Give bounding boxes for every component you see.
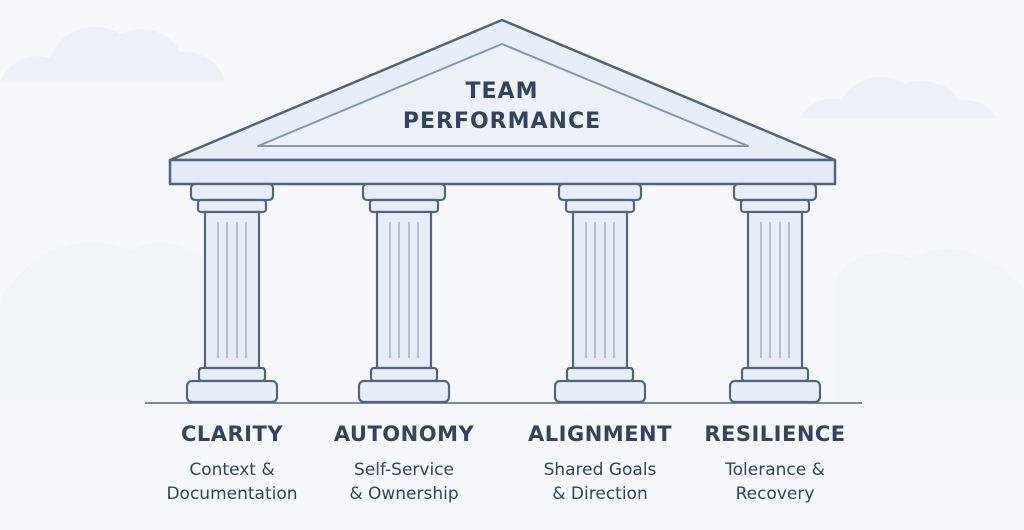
columns (185, 182, 822, 404)
cloud-left (0, 26, 225, 82)
column-base-upper (197, 366, 267, 383)
column-base-lower (728, 379, 822, 404)
pillar-subtitle: Tolerance & Recovery (675, 458, 875, 506)
pediment-inner (257, 43, 749, 147)
pillar-label-alignment: ALIGNMENT Shared Goals & Direction (500, 422, 700, 506)
entablature (168, 158, 837, 186)
column-2 (357, 182, 451, 404)
pillar-label-resilience: RESILIENCE Tolerance & Recovery (675, 422, 875, 506)
column-capital-neck (368, 198, 440, 214)
column-4 (728, 182, 822, 404)
pillar-title: ALIGNMENT (528, 422, 672, 446)
column-shaft (375, 210, 433, 370)
column-base-upper (565, 366, 635, 383)
column-shaft (203, 210, 261, 370)
pillar-title: RESILIENCE (704, 422, 846, 446)
column-base-lower (185, 379, 279, 404)
column-base-upper (369, 366, 439, 383)
column-shaft (746, 210, 804, 370)
pillar-subtitle-line: & Ownership (349, 484, 459, 504)
pillar-subtitle-line: Tolerance & (725, 460, 825, 480)
pillar-subtitle: Shared Goals & Direction (500, 458, 700, 506)
haze-right (835, 249, 1024, 400)
column-1 (185, 182, 279, 404)
column-capital-top (557, 182, 643, 202)
column-base-upper (740, 366, 810, 383)
pillar-title: CLARITY (180, 422, 284, 446)
column-shaft (571, 210, 629, 370)
column-capital-top (189, 182, 275, 202)
cloud-right (800, 77, 996, 118)
pillar-label-clarity: CLARITY Context & Documentation (132, 422, 332, 506)
pillar-label-autonomy: AUTONOMY Self-Service & Ownership (304, 422, 504, 506)
column-base-lower (553, 379, 647, 404)
title-line-2: PERFORMANCE (403, 109, 601, 134)
column-base-lower (357, 379, 451, 404)
column-3 (553, 182, 647, 404)
pillar-subtitle-line: Recovery (735, 484, 815, 504)
pillar-subtitle: Context & Documentation (132, 458, 332, 506)
column-capital-neck (196, 198, 268, 214)
pillar-subtitle-line: & Direction (552, 484, 648, 504)
pediment (168, 18, 837, 186)
pillar-title: AUTONOMY (333, 422, 475, 446)
column-capital-neck (739, 198, 811, 214)
pillar-subtitle: Self-Service & Ownership (304, 458, 504, 506)
title-line-1: TEAM (466, 79, 539, 104)
pillar-subtitle-line: Shared Goals (543, 460, 657, 480)
background-clouds (0, 26, 1024, 400)
pillar-subtitle-line: Self-Service (354, 460, 454, 480)
haze-left (0, 242, 215, 400)
column-capital-neck (564, 198, 636, 214)
column-capital-top (732, 182, 818, 202)
column-capital-top (361, 182, 447, 202)
pillar-subtitle-line: Context & (189, 460, 275, 480)
pillar-subtitle-line: Documentation (166, 484, 298, 504)
